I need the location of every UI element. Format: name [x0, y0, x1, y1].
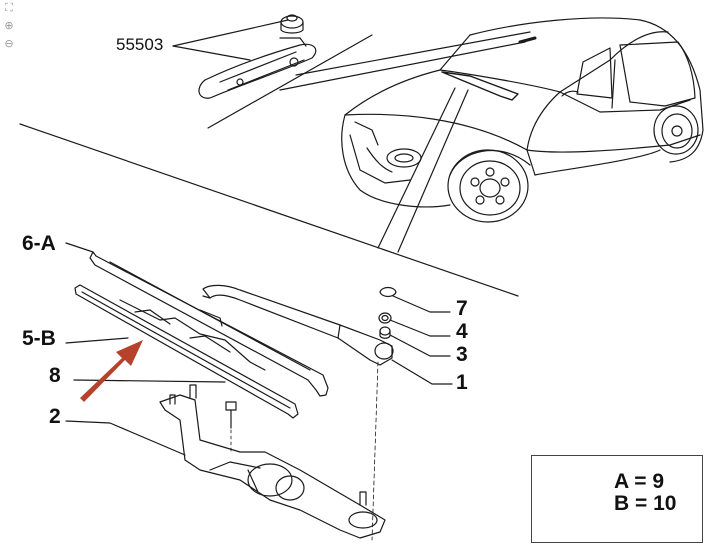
legend-b-text: B = 10 — [614, 492, 677, 515]
red-pointer-arrow — [80, 340, 143, 402]
callout-4[interactable]: 4 — [456, 320, 468, 343]
callout-8[interactable]: 8 — [49, 364, 61, 387]
car-illustration — [341, 17, 704, 223]
quantity-legend: A = 9 B = 10 — [531, 455, 703, 543]
callout-7[interactable]: 7 — [456, 297, 468, 320]
callout-6-a[interactable]: 6-A — [22, 232, 56, 255]
fit-page-icon[interactable]: ⛶ — [5, 1, 13, 14]
legend-a-text: A = 9 — [614, 470, 664, 493]
callout-3[interactable]: 3 — [456, 343, 468, 366]
zoom-in-icon[interactable]: ⊕ — [4, 19, 14, 32]
callout-part-number[interactable]: 55503 — [116, 35, 164, 54]
callout-5-b[interactable]: 5-B — [22, 327, 56, 350]
callout-2[interactable]: 2 — [49, 405, 61, 428]
callout-1[interactable]: 1 — [456, 371, 468, 394]
zoom-out-icon[interactable]: ⊖ — [4, 37, 14, 50]
viewer-toolbar: ⛶ ⊕ ⊖ — [3, 2, 17, 56]
